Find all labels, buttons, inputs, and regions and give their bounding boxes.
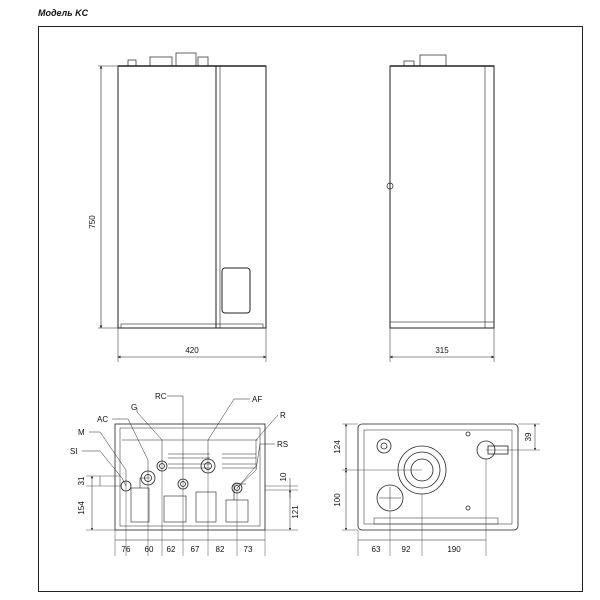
label-rs: RS bbox=[277, 440, 288, 449]
bottom-view-leaders bbox=[82, 395, 279, 489]
dim-92: 92 bbox=[402, 545, 411, 554]
side-view bbox=[386, 54, 495, 362]
label-g: G bbox=[131, 403, 137, 412]
dim-67: 67 bbox=[191, 545, 200, 554]
dim-63: 63 bbox=[372, 545, 381, 554]
dim-76: 76 bbox=[122, 545, 131, 554]
bottom-view-labels: RC G AC AF R M SI RS 31 154 10 121 76 60… bbox=[70, 392, 300, 554]
label-si: SI bbox=[70, 447, 78, 456]
bottom-horizontal-dims bbox=[114, 466, 266, 556]
front-view-display-window bbox=[221, 267, 251, 314]
top-view-labels: 124 100 39 63 92 190 bbox=[333, 432, 533, 554]
drawing-frame bbox=[38, 26, 583, 592]
dim-62: 62 bbox=[167, 545, 176, 554]
dim-60: 60 bbox=[145, 545, 154, 554]
dim-82: 82 bbox=[216, 545, 225, 554]
dim-154: 154 bbox=[77, 501, 86, 515]
front-view bbox=[98, 52, 267, 362]
page-title: Модель KC bbox=[38, 8, 89, 18]
dim-121: 121 bbox=[291, 505, 300, 519]
front-view-body bbox=[117, 65, 267, 329]
dim-39: 39 bbox=[524, 432, 533, 441]
bottom-view-internals bbox=[122, 439, 258, 523]
front-view-top-fittings bbox=[118, 52, 266, 67]
label-rc: RC bbox=[155, 392, 167, 401]
bottom-view-body bbox=[114, 423, 266, 531]
dim-31: 31 bbox=[77, 476, 86, 485]
top-view bbox=[342, 423, 540, 556]
label-af: AF bbox=[252, 395, 262, 404]
label-m: M bbox=[78, 428, 85, 437]
top-view-body bbox=[357, 423, 519, 531]
bottom-view bbox=[82, 395, 298, 556]
dim-10: 10 bbox=[279, 472, 288, 481]
side-view-body bbox=[389, 65, 495, 329]
dim-124: 124 bbox=[333, 440, 342, 454]
label-r: R bbox=[280, 411, 286, 420]
dim-100: 100 bbox=[333, 493, 342, 507]
air-intake-left bbox=[376, 438, 392, 454]
dim-315: 315 bbox=[435, 346, 449, 355]
dim-420: 420 bbox=[185, 346, 199, 355]
dim-190: 190 bbox=[447, 545, 461, 554]
front-view-panel bbox=[215, 65, 267, 329]
dim-750: 750 bbox=[88, 215, 97, 229]
label-ac: AC bbox=[97, 415, 108, 424]
dim-73: 73 bbox=[244, 545, 253, 554]
